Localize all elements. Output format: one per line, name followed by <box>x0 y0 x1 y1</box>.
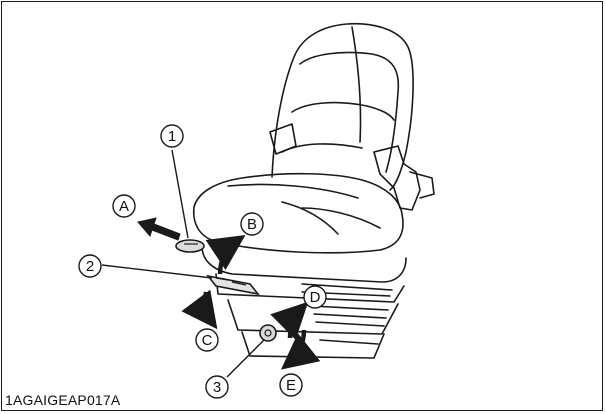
callout-label-2: 2 <box>86 258 94 275</box>
callout-label-e: E <box>286 377 296 394</box>
callout-part-1: 1 <box>160 124 184 148</box>
figure-code: 1AGAIGEAP017A <box>5 392 121 408</box>
arrow-d-icon <box>270 301 309 340</box>
callout-label-1: 1 <box>168 128 176 145</box>
arrow-c-icon <box>181 289 218 330</box>
callout-part-3: 3 <box>205 375 229 399</box>
seat-base <box>201 245 407 283</box>
cushion-seam <box>281 201 339 235</box>
leader-lines <box>101 149 265 378</box>
knob-part-3 <box>259 324 277 342</box>
callout-label-3: 3 <box>213 379 221 396</box>
callout-dir-d: D <box>303 285 327 309</box>
seatbelt-buckle <box>373 145 421 211</box>
arrow-b-icon <box>205 235 246 275</box>
callout-label-c: C <box>202 332 213 349</box>
leader-line-2 <box>101 264 213 279</box>
callout-label-d: D <box>310 289 321 306</box>
arrow-e-icon <box>280 329 321 370</box>
seatbelt-left-anchor <box>269 123 297 155</box>
arrow-a-icon <box>137 217 181 241</box>
callout-label-a: A <box>119 198 129 215</box>
direction-arrows <box>137 217 321 370</box>
backrest-cushion-line <box>281 143 363 153</box>
lever-part-1 <box>175 239 205 253</box>
seat-backrest <box>271 22 414 191</box>
backrest-cushion-line <box>291 101 395 121</box>
handle-part-2 <box>206 274 260 296</box>
callout-dir-c: C <box>195 328 219 352</box>
callout-dir-b: B <box>240 212 264 236</box>
callout-dir-e: E <box>279 373 303 397</box>
callout-dir-a: A <box>112 194 136 218</box>
callout-part-2: 2 <box>78 254 102 278</box>
cushion-seam <box>227 183 359 199</box>
callout-label-b: B <box>247 216 257 233</box>
leader-line-3 <box>226 339 265 378</box>
leader-line-1 <box>171 149 189 239</box>
cushion-seam <box>301 207 381 229</box>
backrest-cushion-line <box>299 51 400 173</box>
